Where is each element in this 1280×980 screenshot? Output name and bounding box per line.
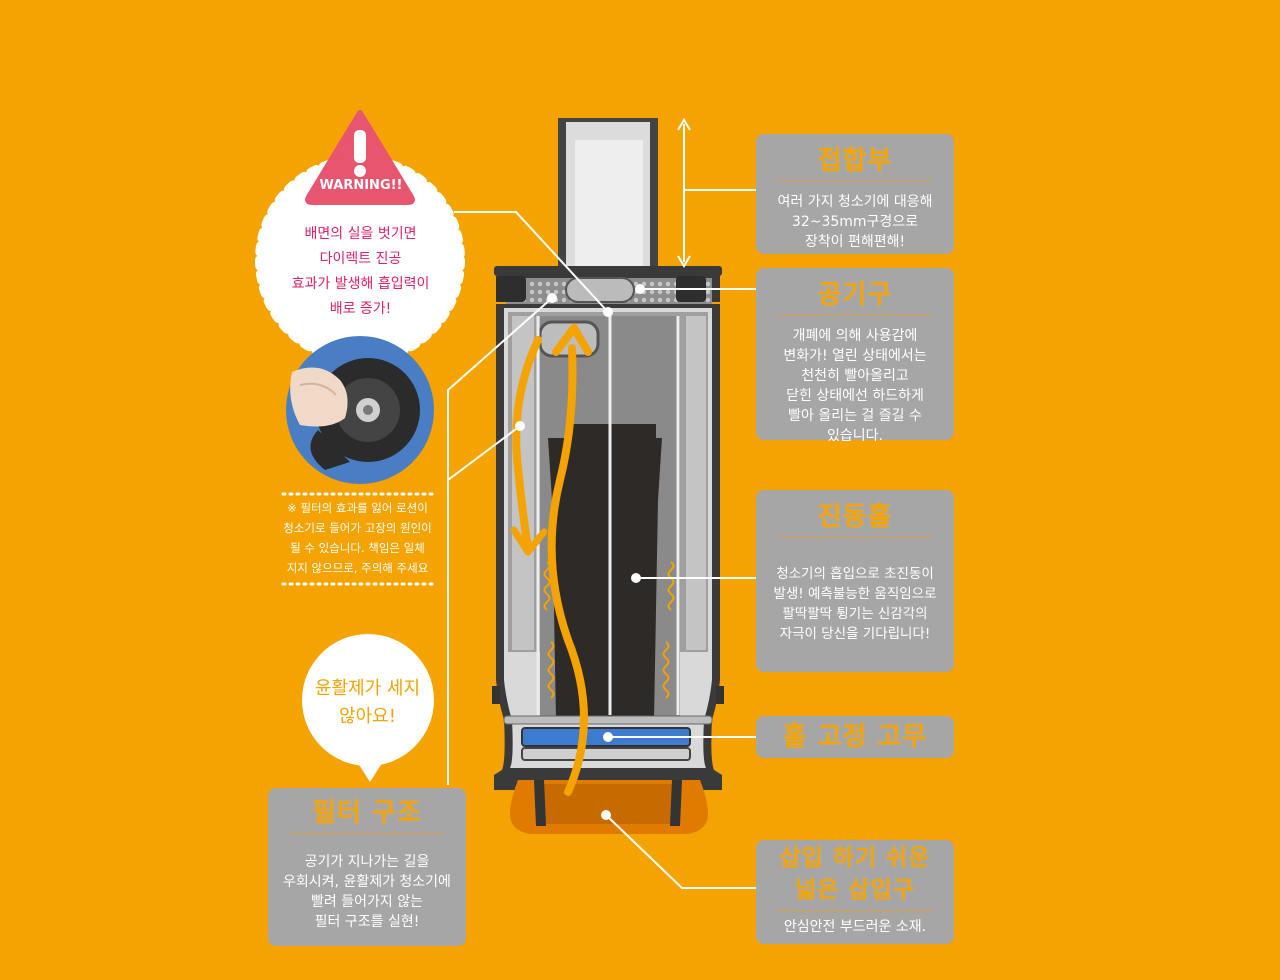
warning-badge <box>255 155 465 365</box>
insert-line: 안심안전 부드러운 소재. <box>783 919 927 935</box>
insert-title: 삽입 하기 쉬운 넓은 삽입구 <box>756 842 954 906</box>
filter-body: 공기가 지나가는 길을 우회시켜, 윤활제가 청소기에 빨려 들어가지 않는 필… <box>268 852 466 932</box>
warning-line: 배면의 실을 벗기면 <box>304 226 417 242</box>
joint-body: 여러 가지 청소기에 대응해 32~35mm구경으로 장착이 편해편해! <box>756 192 954 252</box>
note-line: 지지 않으므로, 주의해 주세요 <box>286 561 429 575</box>
note-line: 청소기로 들어가 고장의 원인이 <box>283 521 432 535</box>
vibration-title: 진동홀 <box>817 502 893 532</box>
filter-line: 공기가 지나가는 길을 <box>304 854 430 870</box>
joint-line: 장착이 편해편해! <box>804 234 906 250</box>
bubble-text: 윤활제가 세지 않아요! <box>300 675 435 731</box>
warning-line: 다이렉트 진공 <box>319 251 402 267</box>
air-hole-line: 있습니다. <box>827 428 883 444</box>
caution-note: ※ 필터의 효과를 잃어 로션이 청소기로 들어가 고장의 원인이 될 수 있습… <box>270 498 445 578</box>
air-hole-title: 공기구 <box>817 280 893 310</box>
insert-title-line: 삽입 하기 쉬운 <box>779 845 931 871</box>
exclamation-icon <box>354 130 366 177</box>
note-line: 될 수 있습니다. 책임은 일체 <box>290 541 425 555</box>
filter-line: 우회시켜, 윤활제가 청소기에 <box>283 874 451 890</box>
air-hole-rule <box>778 315 932 316</box>
insert-title-line: 넓은 삽입구 <box>795 877 915 903</box>
insert-rule <box>778 910 932 911</box>
vibration-rule <box>778 537 932 538</box>
warning-label: WARNING!! <box>319 178 403 193</box>
filter-card: 필터 구조 공기가 지나가는 길을 우회시켜, 윤활제가 청소기에 빨려 들어가… <box>268 788 466 946</box>
leader-lines <box>447 189 758 889</box>
air-hole-line: 천천히 빨아올리고 <box>801 368 909 384</box>
rubber-card: 홀 고정 고무 <box>756 716 954 758</box>
seal-photo <box>286 336 434 484</box>
air-hole-line: 빨아 올리는 걸 즐길 수 <box>788 408 922 424</box>
filter-line: 필터 구조를 실현! <box>314 914 420 930</box>
vibration-line: 팔딱팔딱 튕기는 신감각의 <box>782 606 928 622</box>
joint-line: 여러 가지 청소기에 대응해 <box>777 194 933 210</box>
vibration-card: 진동홀 청소기의 흡입으로 초진동이 발생! 예측불능한 움직임으로 팔딱팔딱 … <box>756 490 954 672</box>
air-hole-card: 공기구 개폐에 의해 사용감에 변화가! 열린 상태에서는 천천히 빨아올리고 … <box>756 268 954 444</box>
note-line: ※ 필터의 효과를 잃어 로션이 <box>287 501 428 515</box>
vibration-line: 발생! 예측불능한 움직임으로 <box>773 586 937 602</box>
vibration-body: 청소기의 흡입으로 초진동이 발생! 예측불능한 움직임으로 팔딱팔딱 튕기는 … <box>756 564 954 644</box>
filter-line: 빨려 들어가지 않는 <box>311 894 423 910</box>
air-hole-body: 개폐에 의해 사용감에 변화가! 열린 상태에서는 천천히 빨아올리고 닫힌 상… <box>756 326 954 446</box>
joint-title: 접합부 <box>817 146 893 176</box>
joint-line: 32~35mm구경으로 <box>791 214 919 230</box>
joint-card: 접합부 여러 가지 청소기에 대응해 32~35mm구경으로 장착이 편해편해! <box>756 134 954 254</box>
warning-line: 배로 증가! <box>329 301 392 317</box>
leader-dots <box>515 284 645 820</box>
air-hole-line: 닫힌 상태에선 하드하게 <box>786 388 924 404</box>
speech-bubble <box>302 634 434 782</box>
bubble-line: 않아요! <box>339 706 396 727</box>
joint-height-indicator <box>677 118 691 268</box>
warning-text: 배면의 실을 벗기면 다이렉트 진공 효과가 발생해 흡입력이 배로 증가! <box>268 222 453 322</box>
air-hole-line: 개폐에 의해 사용감에 <box>792 328 918 344</box>
warning-line: 효과가 발생해 흡입력이 <box>291 276 430 292</box>
vibration-line: 자극이 당신을 기다립니다! <box>779 626 931 642</box>
device-illustration <box>492 118 724 834</box>
filter-rule <box>290 833 444 834</box>
filter-title: 필터 구조 <box>312 798 422 828</box>
insert-body: 안심안전 부드러운 소재. <box>756 917 954 937</box>
vibration-line: 청소기의 흡입으로 초진동이 <box>776 566 934 582</box>
bubble-line: 윤활제가 세지 <box>314 678 421 699</box>
air-hole-line: 변화가! 열린 상태에서는 <box>783 348 927 364</box>
rubber-title: 홀 고정 고무 <box>782 722 928 752</box>
insert-card: 삽입 하기 쉬운 넓은 삽입구 안심안전 부드러운 소재. <box>756 840 954 944</box>
joint-rule <box>778 181 932 182</box>
